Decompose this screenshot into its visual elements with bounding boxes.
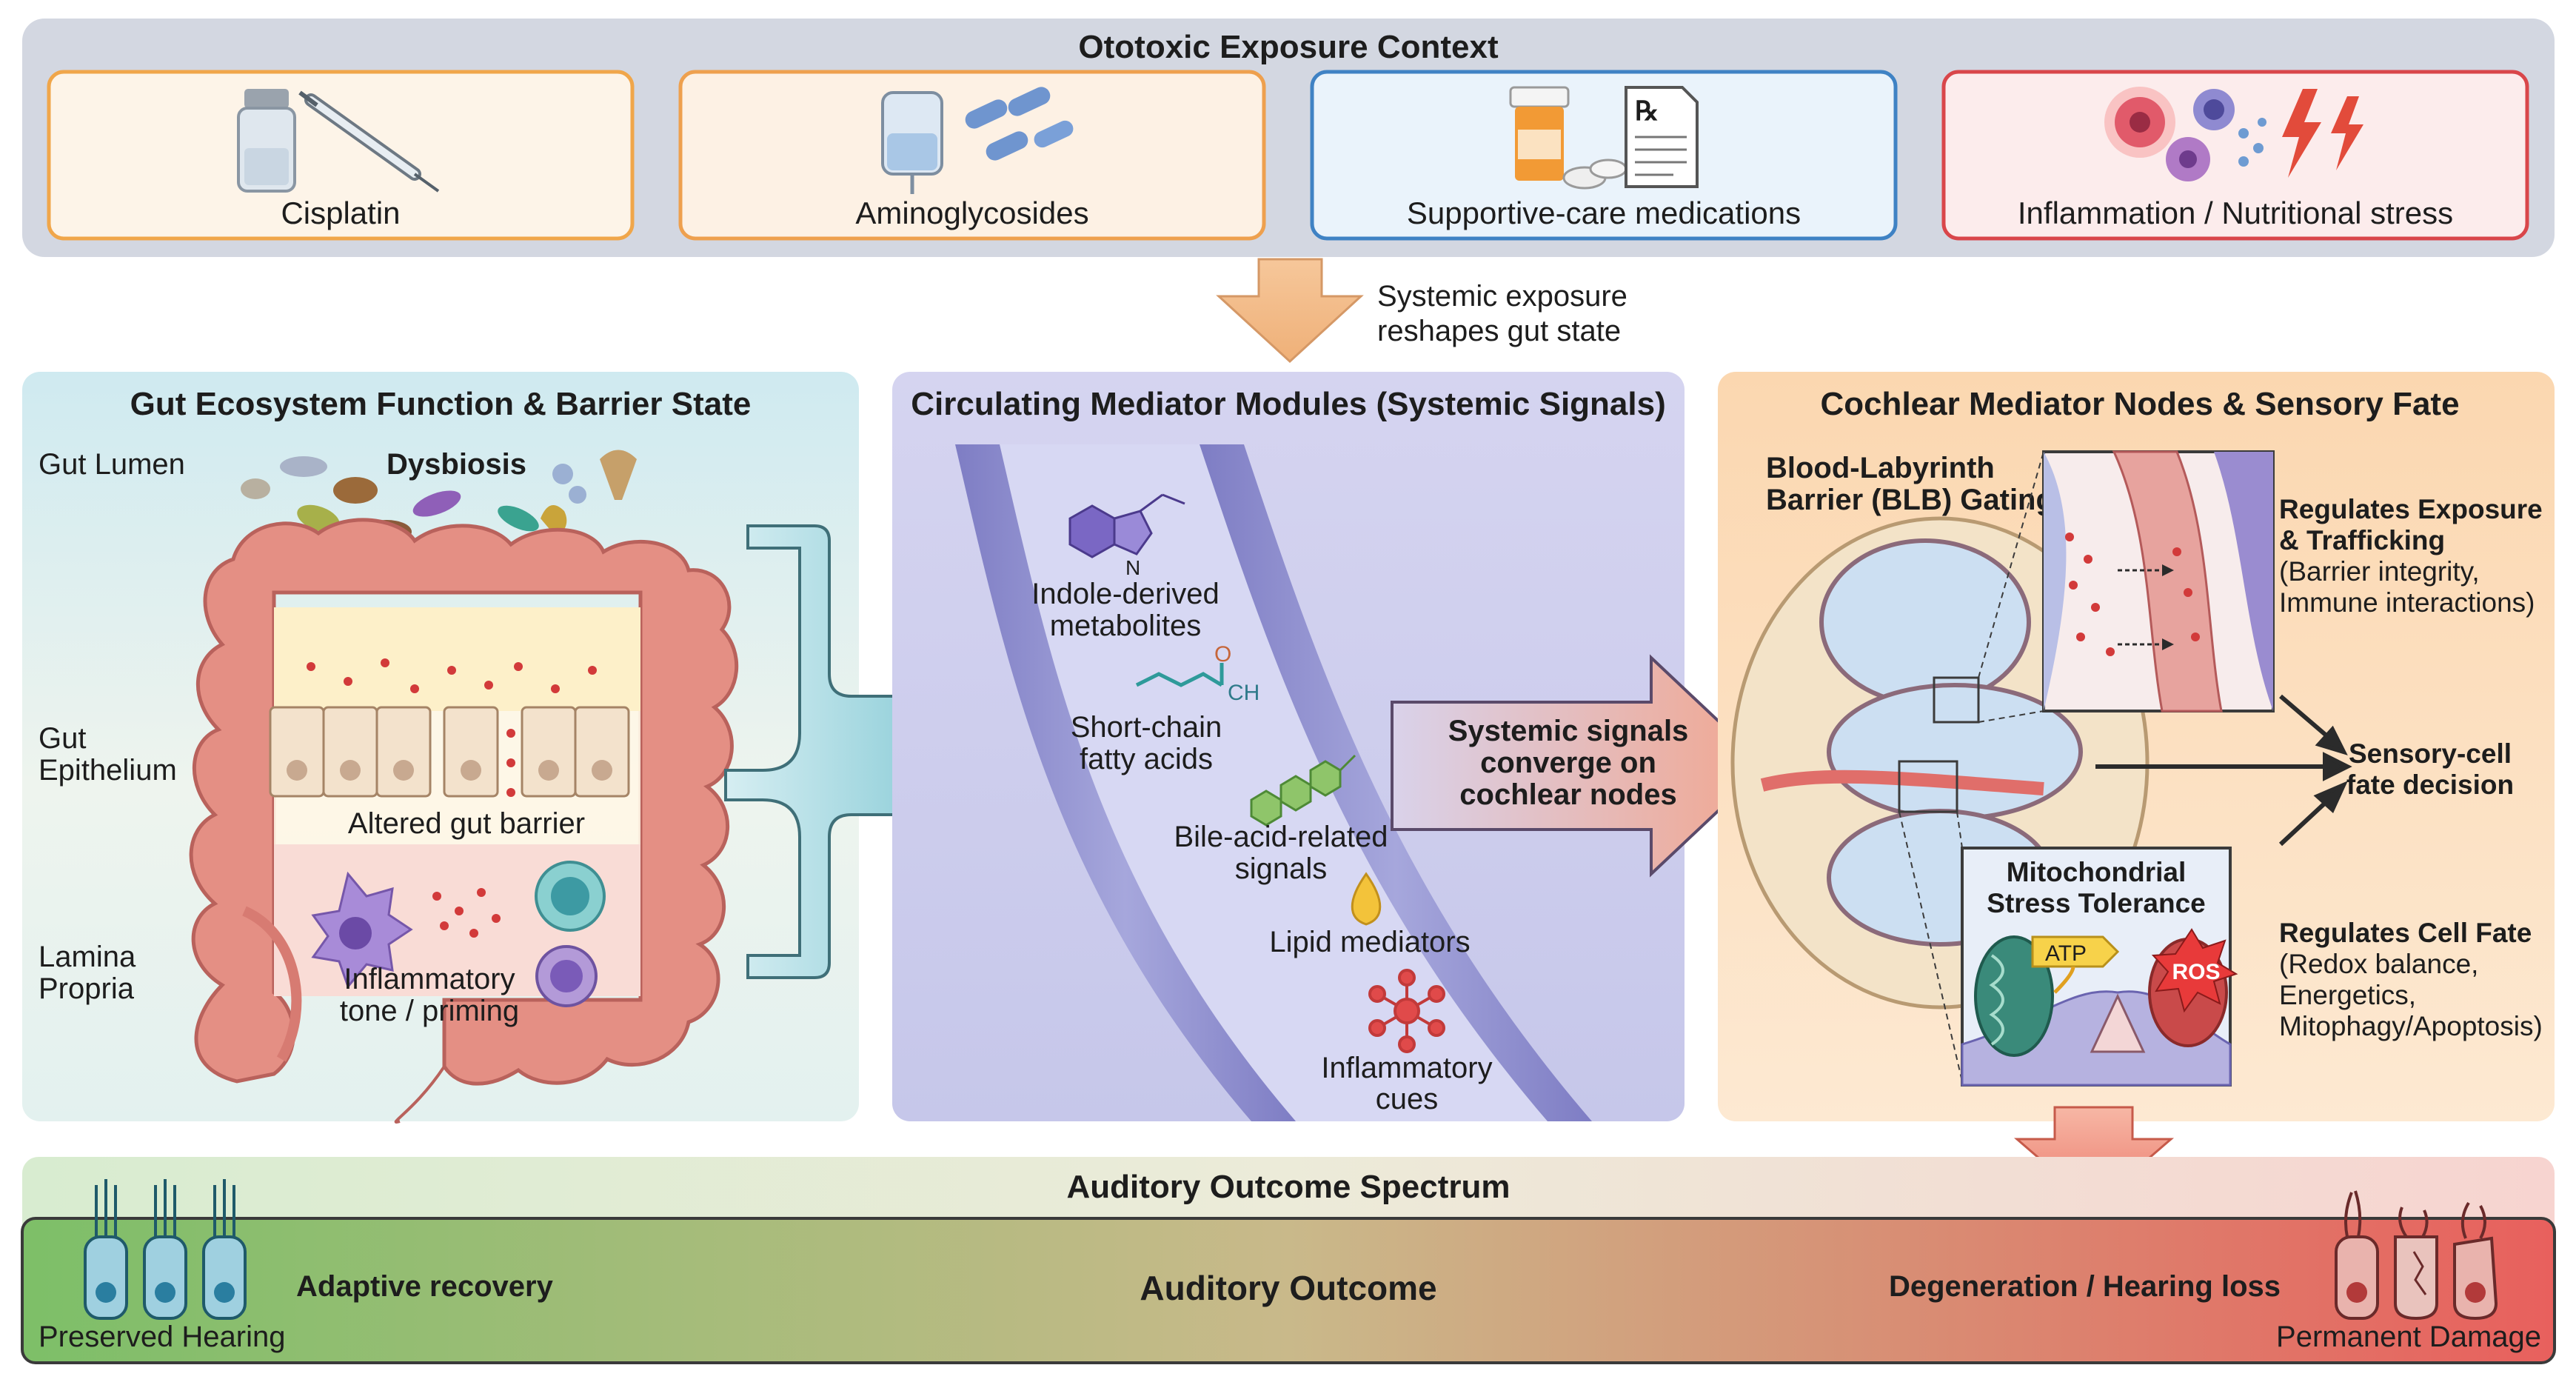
damaged-hair-cells-icon	[2335, 1190, 2498, 1321]
inflammatory-cue-molecule-icon	[1368, 969, 1445, 1053]
rx-glyph: ℞	[1635, 96, 1659, 126]
mito-stress-label-2: Stress Tolerance	[1987, 888, 2205, 918]
regulates-exposure-label-1: Regulates Exposure	[2279, 494, 2543, 524]
vial-syringe-icon	[237, 89, 440, 193]
outcome-panel: Auditory Outcome Spectrum Adaptive recov…	[21, 1157, 2556, 1364]
lipid-droplet-icon	[1351, 872, 1382, 926]
gut-epithelium-label-1: Gut	[39, 722, 86, 755]
preserved-hearing-label: Preserved Hearing	[39, 1321, 286, 1353]
exposure-context-bg	[22, 19, 2555, 257]
card-supportive-care: ℞ Supportive-care medications	[1310, 70, 1898, 241]
atp-badge-icon	[2031, 935, 2120, 968]
scfa-label-2: fatty acids	[1080, 743, 1213, 775]
card-cisplatin: Cisplatin	[47, 70, 635, 241]
blb-inset	[2042, 450, 2275, 712]
card-inflammation-label: Inflammation / Nutritional stress	[2018, 196, 2453, 230]
inflammatory-cues-label-2: cues	[1376, 1083, 1439, 1115]
leaking-particles	[307, 658, 597, 938]
inflammatory-tone-label-1: Inflammatory	[344, 963, 515, 995]
card-aminoglycosides: Aminoglycosides	[678, 70, 1266, 241]
atp-label: ATP	[2045, 941, 2087, 966]
converge-arrow	[1391, 654, 1768, 878]
gut-lumen-label: Gut Lumen	[39, 448, 185, 481]
degeneration-label: Degeneration / Hearing loss	[1889, 1270, 2281, 1303]
scfa-molecule-icon	[1135, 663, 1224, 687]
permanent-damage-label: Permanent Damage	[2276, 1321, 2541, 1353]
dysbiosis-label: Dysbiosis	[387, 448, 526, 481]
card-inflammation: Inflammation / Nutritional stress	[1941, 70, 2529, 241]
regulates-exposure-label-3: (Barrier integrity,	[2279, 556, 2480, 587]
gut-panel-title: Gut Ecosystem Function & Barrier State	[130, 386, 752, 422]
circulation-panel: Circulating Mediator Modules (Systemic S…	[892, 372, 1768, 1121]
regulates-fate-label-2: (Redox balance,	[2279, 949, 2478, 979]
lamina-propria-label-1: Lamina	[39, 941, 136, 973]
blb-label-2: Barrier (BLB) Gating	[1766, 484, 2054, 516]
epithelium-cells	[269, 706, 630, 798]
mito-stress-label-1: Mitochondrial	[2007, 857, 2187, 887]
cochlea-panel-title: Cochlear Mediator Nodes & Sensory Fate	[1820, 386, 2459, 422]
auditory-outcome-label: Auditory Outcome	[1140, 1269, 1436, 1307]
scfa-o-glyph: O	[1214, 642, 1231, 667]
indole-molecule-icon	[1068, 493, 1185, 558]
exposure-context-panel: Ototoxic Exposure Context Cisplatin	[22, 19, 2555, 257]
cochlea-panel: Cochlear Mediator Nodes & Sensory Fate B…	[1718, 372, 2555, 1121]
bile-acid-label-2: signals	[1235, 852, 1328, 885]
inflammatory-tone-label-2: tone / priming	[340, 995, 519, 1027]
converge-label-3: cochlear nodes	[1459, 778, 1676, 811]
card-supportive-care-label: Supportive-care medications	[1407, 196, 1801, 230]
indole-n-glyph: N	[1125, 556, 1140, 579]
systemic-exposure-label-2: reshapes gut state	[1377, 315, 1621, 347]
bile-acid-molecule-icon	[1250, 754, 1356, 827]
outcome-spectrum-bar	[21, 1217, 2556, 1364]
exposure-context-title: Ototoxic Exposure Context	[1078, 29, 1499, 65]
immune-cells-lightning-icon	[2104, 87, 2363, 181]
lamina-propria-label-2: Propria	[39, 972, 135, 1005]
gut-epithelium-label-2: Epithelium	[39, 754, 177, 787]
systemic-exposure-arrow	[1216, 258, 1364, 364]
indole-label-1: Indole-derived	[1031, 578, 1220, 610]
card-aminoglycosides-label: Aminoglycosides	[855, 196, 1088, 230]
pill-bottle-prescription-icon: ℞	[1509, 86, 1699, 190]
regulates-exposure-label-4: Immune interactions)	[2279, 587, 2535, 618]
regulates-exposure-label-2: & Trafficking	[2279, 525, 2445, 555]
iv-bag-bacteria-icon	[881, 87, 1074, 194]
ros-burst-icon	[2151, 928, 2238, 1013]
sensory-fate-label-2: fate decision	[2346, 770, 2514, 800]
gut-to-circulation-arrow	[724, 524, 980, 979]
sensory-fate-label-1: Sensory-cell	[2349, 738, 2512, 769]
indole-label-2: metabolites	[1050, 610, 1202, 642]
blb-particles	[2065, 533, 2200, 656]
inflammatory-cues-label-1: Inflammatory	[1321, 1052, 1492, 1084]
converge-label-1: Systemic signals	[1448, 715, 1689, 747]
healthy-hair-cells-icon	[84, 1179, 247, 1320]
adaptive-recovery-label: Adaptive recovery	[296, 1270, 554, 1303]
ros-label: ROS	[2172, 960, 2220, 984]
immune-cells	[311, 861, 606, 1007]
scfa-ch-glyph: CH	[1228, 681, 1259, 705]
regulates-fate-label-3: Energetics,	[2279, 980, 2416, 1010]
outcome-panel-title: Auditory Outcome Spectrum	[1067, 1169, 1511, 1205]
fate-arrows	[2095, 694, 2352, 847]
blb-label-1: Blood-Labyrinth	[1766, 452, 1995, 484]
mitochondria-inset	[1961, 847, 2238, 1087]
gut-panel: Gut Ecosystem Function & Barrier State G…	[22, 372, 980, 1124]
systemic-exposure-label-1: Systemic exposure	[1377, 280, 1627, 313]
circulation-panel-title: Circulating Mediator Modules (Systemic S…	[911, 386, 1666, 422]
scfa-label-1: Short-chain	[1071, 711, 1222, 744]
card-cisplatin-label: Cisplatin	[281, 196, 400, 230]
regulates-fate-label-4: Mitophagy/Apoptosis)	[2279, 1011, 2543, 1041]
bile-acid-label-1: Bile-acid-related	[1174, 821, 1388, 853]
regulates-fate-label-1: Regulates Cell Fate	[2279, 918, 2532, 948]
blood-vessel	[955, 444, 1592, 1121]
altered-barrier-label: Altered gut barrier	[348, 807, 585, 840]
converge-label-2: converge on	[1480, 747, 1656, 779]
lipid-label: Lipid mediators	[1269, 926, 1470, 958]
